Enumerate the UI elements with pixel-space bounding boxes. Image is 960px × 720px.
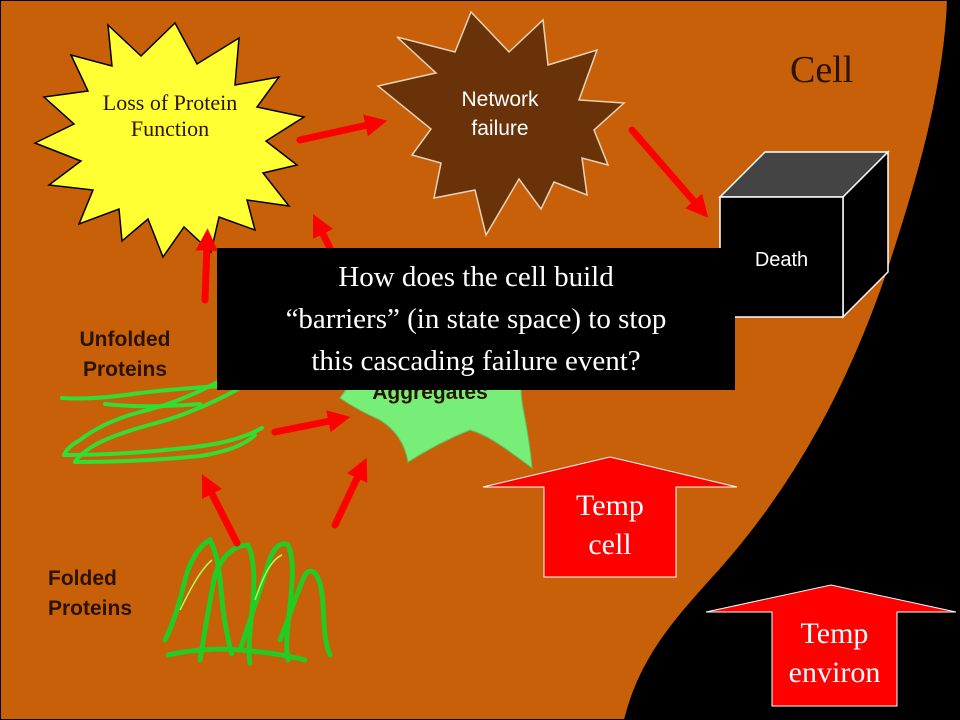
arrow-network-to-death (628, 126, 709, 218)
death-cube (718, 150, 890, 319)
arrow-folded-to-unfolded (201, 474, 241, 547)
unfolded-proteins (60, 376, 264, 464)
question-line: “barriers” (in state space) to stop (285, 303, 667, 335)
temp-cell-arrow (482, 456, 738, 578)
loss-of-protein-function-burst (33, 21, 306, 259)
temp-environ-label: Temp environ (788, 617, 881, 689)
death-label: Death (754, 249, 809, 271)
loss-of-protein-function-label: Loss of Protein Function (102, 90, 238, 142)
cell-label: Cell (790, 49, 854, 91)
question-box: How does the cell build “barriers” (in s… (217, 248, 735, 390)
temp-environ-arrow (705, 584, 957, 707)
network-failure-label: Network failure (461, 88, 539, 141)
arrow-folded-to-aggregates (331, 457, 368, 529)
arrow-unfolded-to-aggregates (271, 410, 351, 436)
folded-proteins-highlights (179, 554, 283, 611)
network-failure-burst (376, 10, 626, 237)
unfolded-proteins-label: Unfolded Proteins (79, 328, 171, 382)
arrow-loss-to-network (296, 114, 388, 144)
process-arrows (195, 114, 709, 547)
temp-cell-label: Temp cell (576, 489, 644, 561)
arrow-unfolded-to-loss (195, 228, 218, 304)
arrow-aggregates-to-loss (312, 213, 334, 252)
question-line: this cascading failure event? (311, 345, 641, 377)
question-line: How does the cell build (338, 261, 614, 293)
folded-proteins (162, 536, 333, 668)
folded-proteins-label: Folded Proteins (48, 567, 133, 621)
